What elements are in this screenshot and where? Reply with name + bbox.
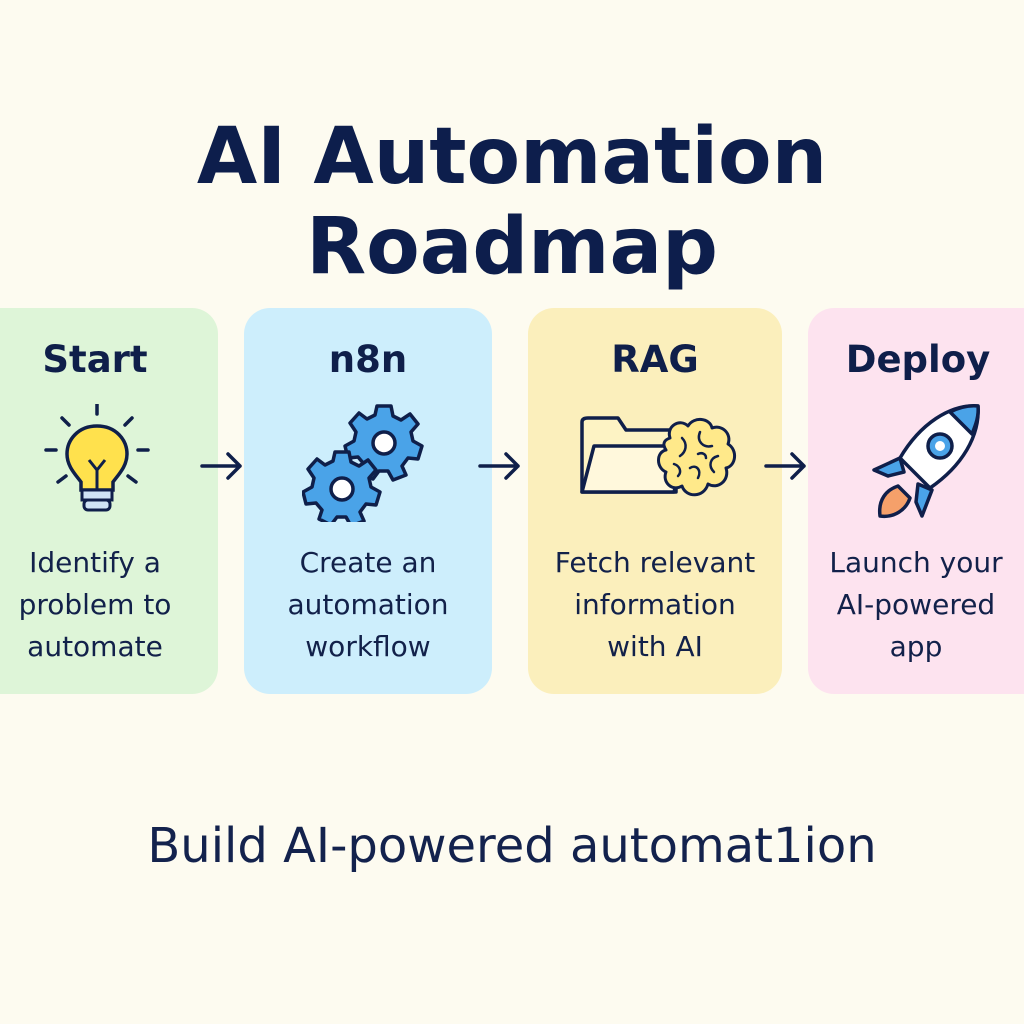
gears-icon — [302, 404, 424, 522]
tagline: Build AI-powered automat1ion — [147, 818, 877, 874]
step-label: Start — [42, 338, 148, 381]
step-label: n8n — [328, 338, 408, 381]
step-description: Identify a problem to automate — [18, 546, 172, 663]
folder-brain-icon — [580, 416, 736, 497]
step-label: RAG — [611, 338, 699, 381]
page-title: AI Automation Roadmap — [196, 112, 828, 292]
step-card-start: Start Identify a problem to automate — [0, 308, 218, 694]
arrow-right-icon — [764, 452, 806, 480]
arrow-right-icon — [200, 452, 242, 480]
arrow-right-icon — [478, 452, 520, 480]
rocket-icon — [872, 404, 980, 519]
step-card-rag: RAG Fetch relevant information with AI — [528, 308, 782, 694]
step-label: Deploy — [845, 338, 991, 381]
lightbulb-icon — [44, 404, 150, 512]
step-description: Create an automation workflow — [287, 546, 449, 663]
step-card-deploy: Deploy Launch your AI-powered app — [808, 308, 1024, 694]
step-description: Launch your AI-powered app — [829, 546, 1003, 663]
step-card-n8n: n8n Create an automation workflow — [244, 308, 492, 694]
step-description: Fetch relevant information with AI — [554, 546, 756, 663]
